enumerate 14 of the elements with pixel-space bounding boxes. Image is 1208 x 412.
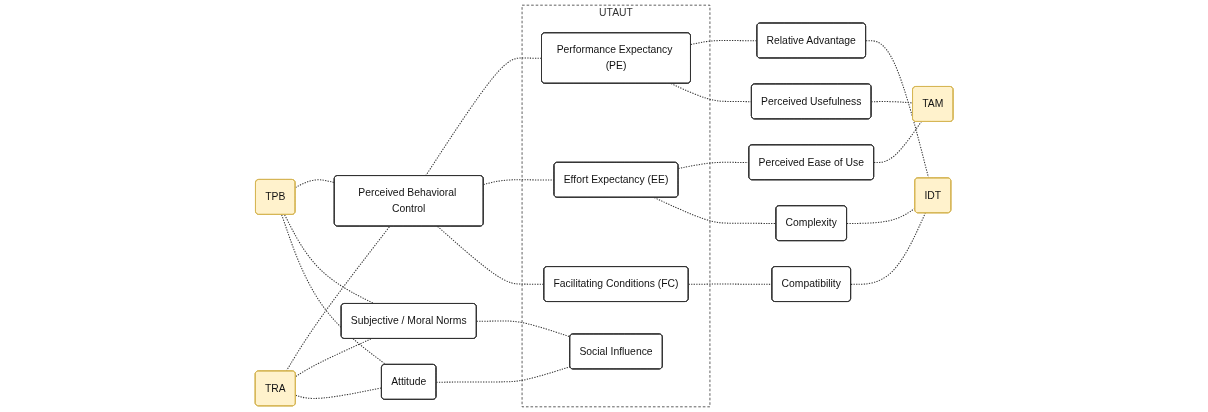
connector [281, 214, 387, 366]
connector [653, 197, 777, 224]
connector [295, 387, 383, 399]
connector [670, 83, 753, 103]
connector [846, 207, 916, 224]
connector [295, 338, 372, 377]
connector [850, 212, 926, 285]
connector [870, 101, 914, 104]
connector [476, 320, 571, 338]
connector [435, 366, 571, 383]
connector [873, 121, 922, 164]
connector [865, 40, 929, 179]
connector [294, 179, 335, 189]
connector [677, 161, 750, 170]
